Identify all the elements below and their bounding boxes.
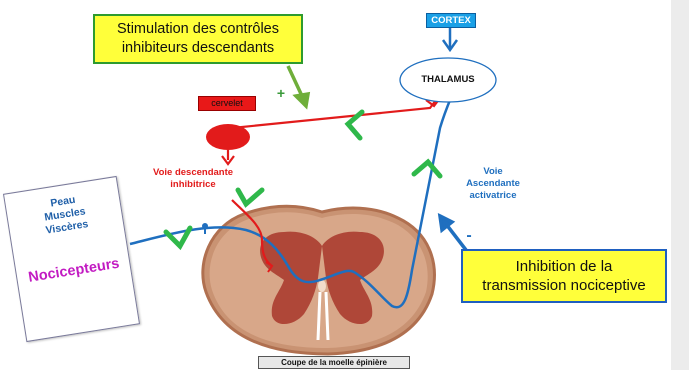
cervelet-label: cervelet (198, 96, 256, 111)
inhibition-callout: Inhibition de la transmission nociceptiv… (461, 249, 667, 303)
cortex-label: CORTEX (426, 13, 476, 28)
tissue-card: Peau Muscles Viscères Nocicepteurs (3, 176, 140, 342)
ascending-pathway-label: Voie Ascendante activatrice (448, 166, 538, 202)
stimulation-line-1: Stimulation des contrôles (117, 20, 279, 39)
minus-sign: - (463, 226, 475, 246)
stimulation-line-2: inhibiteurs descendants (122, 39, 274, 58)
ascending-label-line-1: Voie (448, 166, 538, 178)
plus-arrow (288, 66, 308, 106)
central-canal (318, 280, 326, 292)
descending-label-line-2: inhibitrice (139, 179, 247, 191)
stimulation-callout: Stimulation des contrôles inhibiteurs de… (93, 14, 303, 64)
section-caption: Coupe de la moelle épinière (258, 356, 410, 369)
tissue-list: Peau Muscles Viscères (27, 190, 102, 240)
descending-label-line-1: Voie descendante (139, 167, 247, 179)
nociceptors-label: Nocicepteurs (20, 255, 127, 287)
ascending-label-line-3: activatrice (448, 190, 538, 202)
descending-path-line (232, 100, 436, 128)
synapse-mark-descending (238, 190, 262, 204)
ascending-label-line-2: Ascendante (448, 178, 538, 190)
synapse-mark-entry (166, 228, 190, 246)
descending-pathway-label: Voie descendante inhibitrice (139, 167, 247, 191)
plus-sign: + (275, 85, 287, 103)
thalamus-label: THALAMUS (413, 74, 483, 86)
cervelet-shape (206, 124, 250, 150)
synapse-mark-ascending (414, 162, 440, 176)
inhibition-line-1: Inhibition de la (516, 257, 613, 277)
inhibition-line-2: transmission nociceptive (482, 276, 645, 296)
